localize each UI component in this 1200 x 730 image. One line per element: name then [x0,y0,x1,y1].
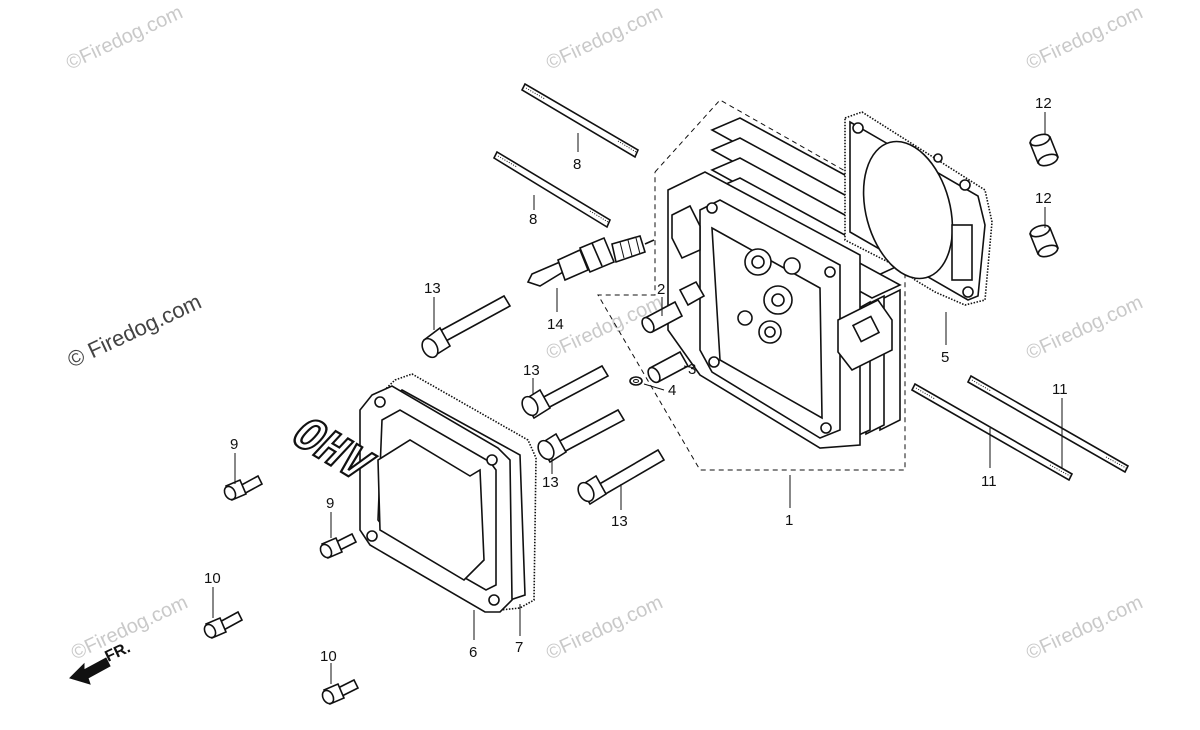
callout-part-2: 2 [657,281,665,298]
callout-part-12: 12 [1035,95,1052,112]
stud-bolt [520,82,640,159]
dowel-pin [1028,133,1060,167]
callout-part-12: 12 [1035,190,1052,207]
callout-labels: 1 2 3 4 5 6 7 8 8 9 9 10 10 11 11 12 12 … [204,95,1068,665]
callout-part-10: 10 [320,648,337,665]
watermark: ©Firedog.com [63,1,186,74]
assembly-boundary-line [597,99,906,471]
callout-part-9: 9 [326,495,334,512]
stud-bolt [492,150,612,229]
callout-part-14: 14 [547,316,564,333]
watermark-group: ©Firedog.com ©Firedog.com ©Firedog.com ©… [63,1,1146,664]
callout-part-7: 7 [515,639,523,656]
valve-guide [641,300,684,334]
head-cover: OHV [279,385,513,613]
callout-part-3: 3 [688,361,696,378]
callout-part-4: 4 [668,382,676,399]
callout-part-6: 6 [469,644,477,661]
callout-part-5: 5 [941,349,949,366]
callout-part-13: 13 [542,474,559,491]
callout-part-13: 13 [424,280,441,297]
callout-part-8: 8 [573,156,581,173]
watermark: ©Firedog.com [543,1,666,74]
spark-plug [526,235,655,287]
long-stud [910,382,1074,482]
flange-bolt [521,364,610,420]
small-bolt [321,678,360,706]
flange-bolt [537,408,626,464]
head-gasket [844,111,993,306]
valve-guide [647,350,690,384]
watermark-prominent: © Firedog.com [64,289,206,373]
small-bolt [319,532,358,560]
watermark: ©Firedog.com [1023,291,1146,364]
watermark: ©Firedog.com [1023,591,1146,664]
callout-part-8: 8 [529,211,537,228]
long-stud [966,374,1130,474]
watermark: ©Firedog.com [1023,1,1146,74]
callout-part-10: 10 [204,570,221,587]
dowel-pin [1028,224,1060,258]
small-bolt [203,610,244,640]
callout-part-13: 13 [523,362,540,379]
callout-part-13: 13 [611,513,628,530]
callout-part-11: 11 [1052,381,1068,398]
flange-bolt [577,448,666,506]
clip [629,376,643,386]
callout-part-9: 9 [230,436,238,453]
watermark: ©Firedog.com [543,591,666,664]
callout-part-1: 1 [785,512,793,529]
callout-part-11: 11 [981,473,997,490]
flange-bolt [421,294,512,359]
leader-lines [212,112,1063,684]
cylinder-head [667,117,902,449]
small-bolt [223,474,264,502]
